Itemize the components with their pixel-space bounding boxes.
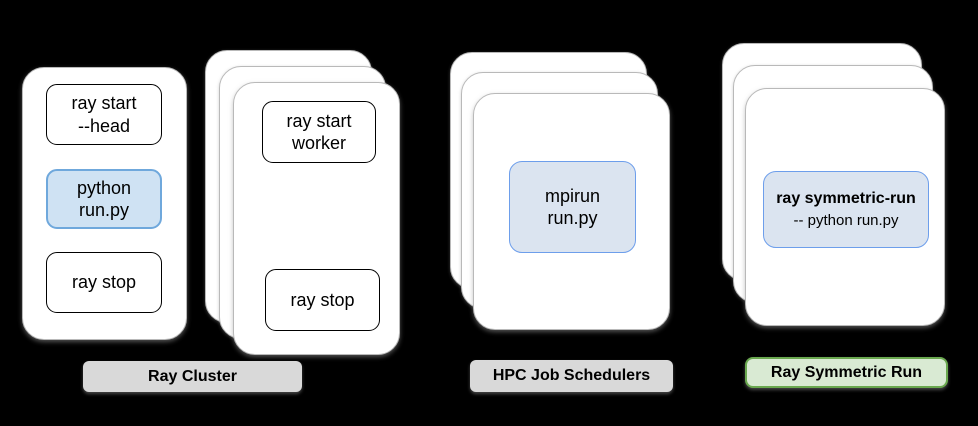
cmd-line: --head (77, 115, 131, 136)
cmd-line: run.py (78, 200, 130, 220)
cmd-line: ray stop (290, 289, 355, 310)
symmetric-run-card: ray symmetric-run -- python run.py (745, 88, 945, 326)
cmd-line: worker (291, 133, 346, 153)
ray-cluster-label: Ray Cluster (83, 361, 302, 392)
hpc-job-schedulers-label: HPC Job Schedulers (470, 360, 673, 392)
worker-node-card: ray start worker ray stop (233, 82, 400, 355)
ray-start-worker-box: ray start worker (262, 101, 376, 163)
python-run-box: python run.py (46, 169, 162, 229)
ray-stop-box: ray stop (46, 252, 162, 313)
ray-symmetric-run-label: Ray Symmetric Run (745, 357, 948, 388)
head-node-card: ray start --head python run.py ray stop (22, 67, 187, 340)
mpirun-box: mpirun run.py (509, 161, 636, 253)
cmd-line: -- python run.py (793, 212, 899, 230)
cmd-line: python (76, 177, 132, 198)
ray-symmetric-run-box: ray symmetric-run -- python run.py (763, 171, 929, 248)
cmd-line-bold: ray symmetric-run (776, 190, 916, 208)
cmd-line: ray stop (71, 272, 137, 293)
cmd-line: run.py (547, 208, 598, 228)
ray-start-head-box: ray start --head (46, 84, 162, 145)
cmd-line: ray start (71, 93, 137, 113)
ray-stop-worker-box: ray stop (265, 269, 380, 331)
cmd-line: ray start (286, 110, 352, 131)
cmd-line: mpirun (544, 185, 601, 206)
hpc-scheduler-card: mpirun run.py (473, 93, 670, 330)
